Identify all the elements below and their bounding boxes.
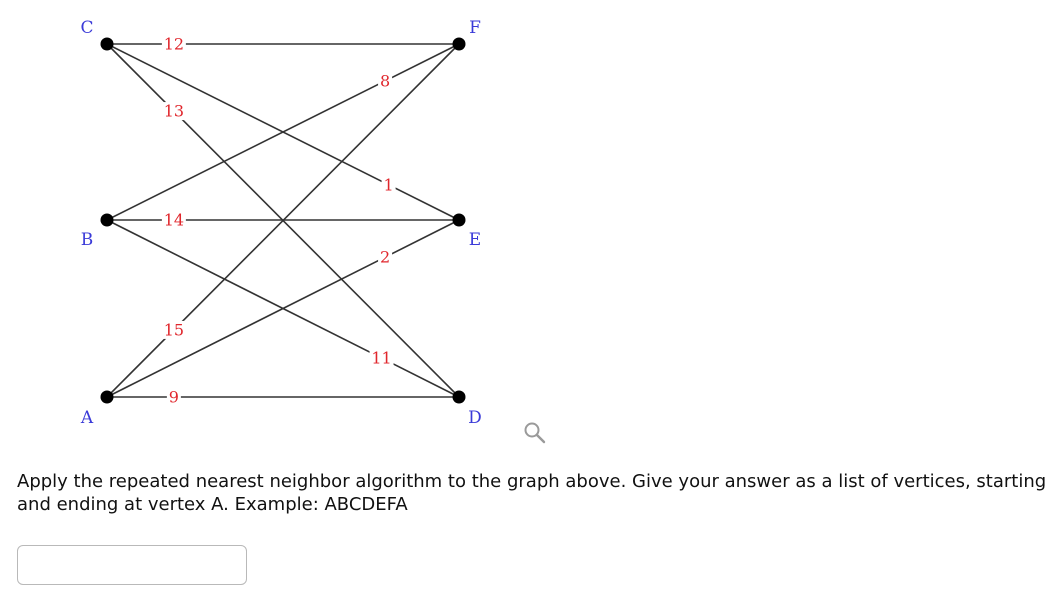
vertex-label-D: D — [468, 408, 482, 428]
edge-weight-bg — [381, 175, 396, 194]
edge-weight-A-F: 15 — [164, 320, 184, 339]
edge-B-F — [106, 43, 460, 221]
edge-weight-bg — [369, 349, 394, 368]
edge-weight-B-D: 11 — [371, 349, 391, 368]
vertex-label-A: A — [80, 408, 94, 428]
edge-weight-C-E: 1 — [384, 175, 394, 194]
weighted-graph-diagram: 12 13 1 8 14 11 15 2 9 C F B E A D — [80, 18, 482, 428]
edge-weight-bg — [378, 71, 393, 90]
vertex-F — [452, 37, 466, 51]
edge-weight-C-F: 12 — [164, 35, 184, 54]
edge-weight-bg — [166, 388, 181, 406]
vertex-label-B: B — [81, 230, 94, 250]
edge-weight-bg — [378, 248, 393, 267]
question-text: Apply the repeated nearest neighbor algo… — [17, 471, 1047, 515]
vertex-D — [452, 390, 466, 404]
edge-weight-bg — [161, 35, 186, 53]
edge-weight-bg — [161, 102, 186, 121]
edge-weight-A-D: 9 — [169, 388, 179, 407]
magnifier-icon[interactable] — [522, 420, 548, 446]
edge-A-E — [106, 219, 460, 398]
edge-weight-bg — [161, 211, 186, 229]
vertex-E — [452, 213, 466, 227]
edge-weight-B-F: 8 — [380, 71, 390, 90]
vertex-A — [100, 390, 114, 404]
answer-input[interactable] — [17, 545, 247, 585]
vertex-label-F: F — [469, 18, 481, 38]
vertex-B — [100, 213, 114, 227]
vertex-label-E: E — [469, 230, 481, 250]
vertex-C — [100, 37, 114, 51]
edge-weight-C-D: 13 — [164, 102, 184, 121]
edge-weight-bg — [161, 320, 186, 339]
edge-weight-B-E: 14 — [164, 211, 184, 230]
vertex-label-C: C — [80, 18, 93, 38]
edge-weight-A-E: 2 — [380, 248, 390, 267]
